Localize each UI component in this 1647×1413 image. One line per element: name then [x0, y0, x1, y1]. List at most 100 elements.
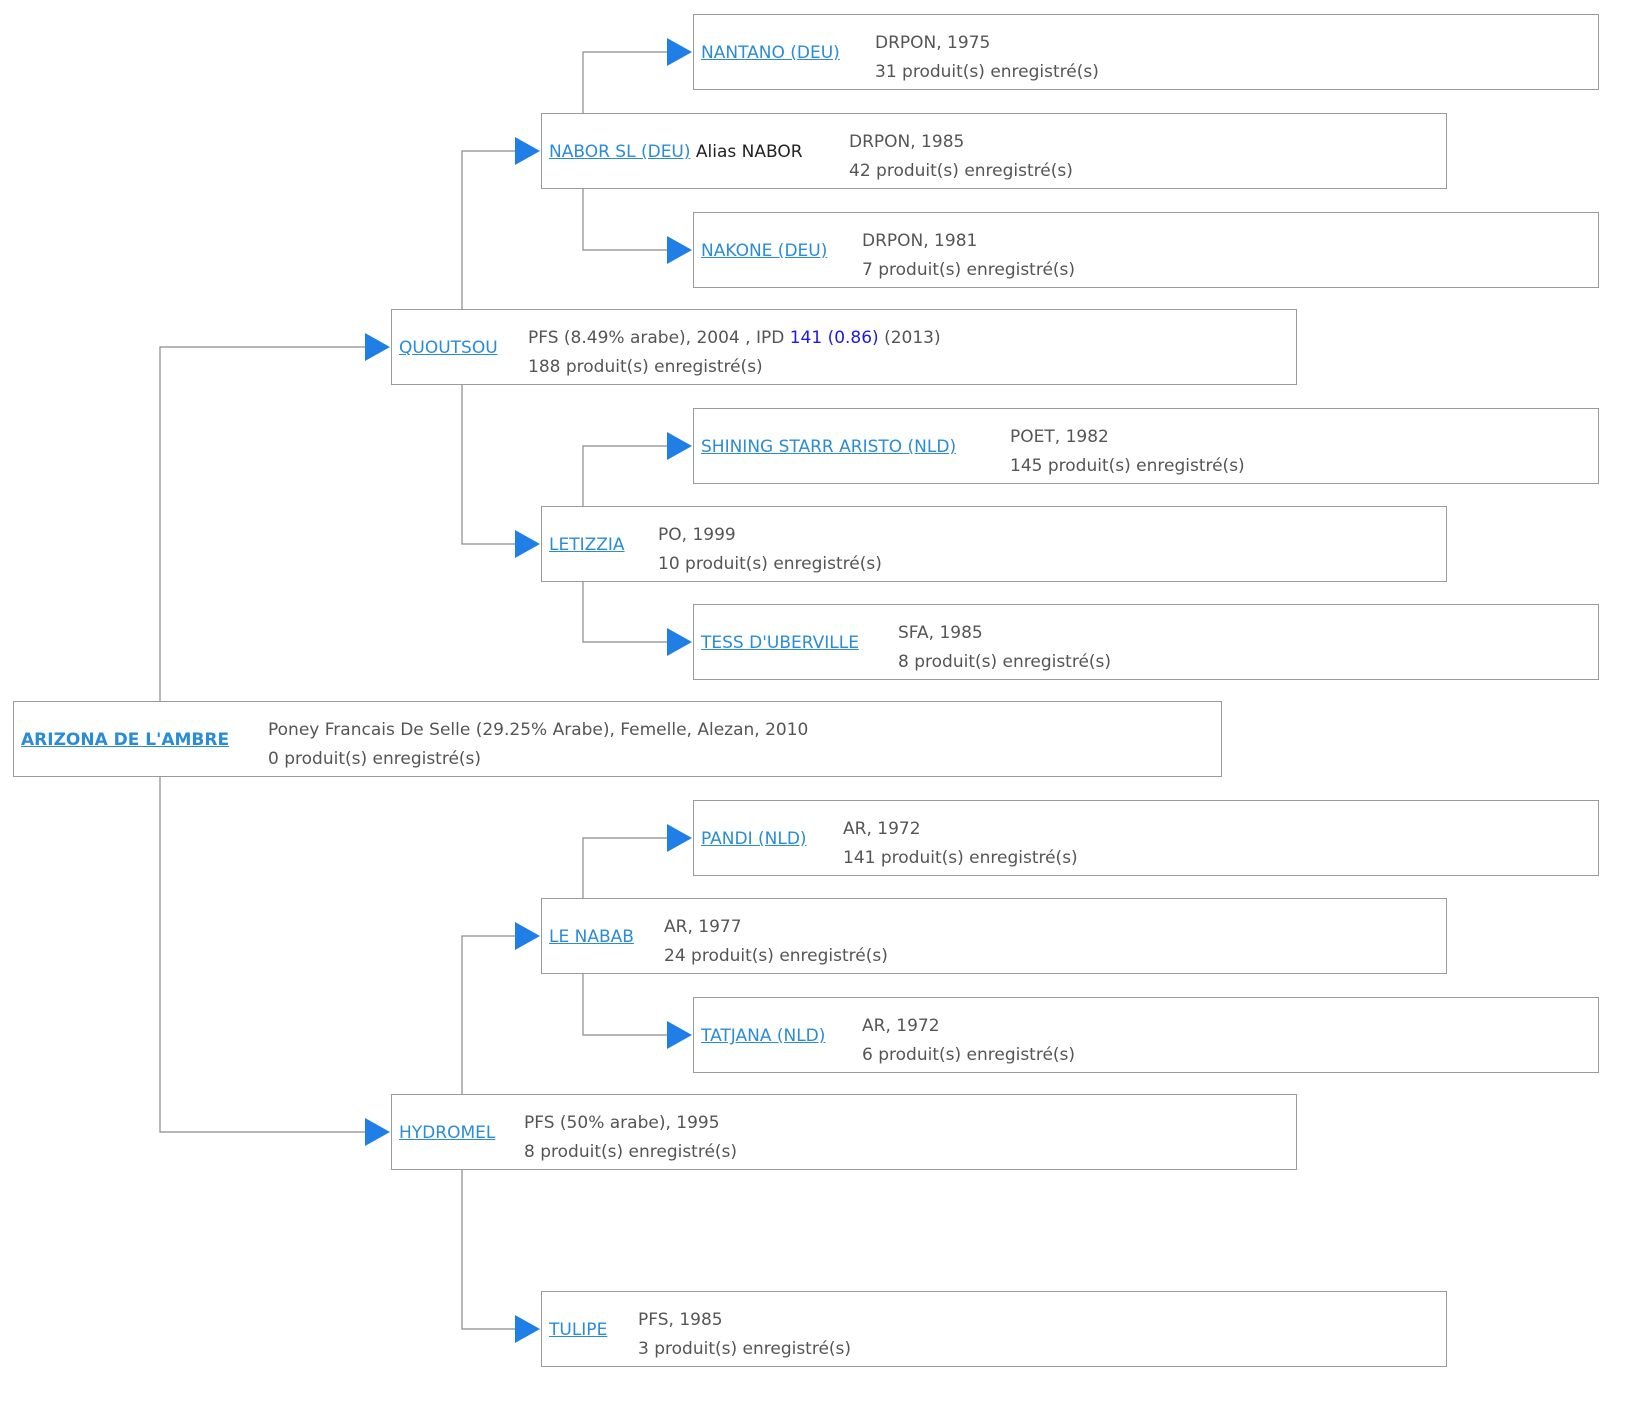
node-details: DRPON, 1981: [862, 231, 978, 251]
node-products: 8 produit(s) enregistré(s): [898, 652, 1112, 672]
connector-root-dam: [159, 777, 365, 1133]
node-name: TATJANA (NLD): [701, 1026, 825, 1046]
horse-link-dam[interactable]: HYDROMEL: [399, 1123, 496, 1143]
node-details: PFS (50% arabe), 1995: [524, 1113, 720, 1133]
connector-letizzia-tess: [582, 582, 667, 643]
arrow-icon: [667, 38, 692, 66]
node-info: PO, 1999 10 produit(s) enregistré(s): [658, 521, 882, 579]
horse-link-sire-sire[interactable]: NABOR SL (DEU): [549, 142, 691, 162]
node-products: 141 produit(s) enregistré(s): [843, 848, 1078, 868]
pedigree-node-sire-sire-dam: NAKONE (DEU) DRPON, 1981 7 produit(s) en…: [693, 212, 1599, 288]
connector-nabor-nakone: [582, 189, 667, 251]
connector-nabor-nantano: [582, 51, 667, 113]
node-info: Poney Francais De Selle (29.25% Arabe), …: [268, 716, 808, 774]
node-info: POET, 1982 145 produit(s) enregistré(s): [1010, 423, 1245, 481]
arrow-icon: [515, 922, 540, 950]
node-products: 3 produit(s) enregistré(s): [638, 1339, 852, 1359]
horse-link-sire-sire-dam[interactable]: NAKONE (DEU): [701, 241, 828, 261]
arrow-icon: [667, 432, 692, 460]
node-details: POET, 1982: [1010, 427, 1109, 447]
node-name: LETIZZIA: [549, 535, 625, 555]
node-info: AR, 1972 141 produit(s) enregistré(s): [843, 815, 1078, 873]
node-products: 31 produit(s) enregistré(s): [875, 62, 1099, 82]
arrow-icon: [515, 530, 540, 558]
node-name: TESS D'UBERVILLE: [701, 633, 859, 653]
horse-link-sire-dam[interactable]: LETIZZIA: [549, 535, 625, 555]
horse-alias: Alias NABOR: [695, 142, 803, 162]
connector-dam-dam: [461, 1170, 515, 1330]
arrow-icon: [365, 333, 390, 361]
node-products: 8 produit(s) enregistré(s): [524, 1142, 738, 1162]
node-name: HYDROMEL: [399, 1123, 495, 1143]
node-products: 42 produit(s) enregistré(s): [849, 161, 1073, 181]
node-name: LE NABAB: [549, 927, 634, 947]
node-products: 6 produit(s) enregistré(s): [862, 1045, 1076, 1065]
horse-link-dam-sire-sire[interactable]: PANDI (NLD): [701, 829, 807, 849]
connector-dam-sire: [461, 935, 515, 1094]
node-name: SHINING STARR ARISTO (NLD): [701, 437, 956, 457]
ipd-value: 141 (0.86): [789, 328, 879, 348]
node-details: AR, 1972: [843, 819, 921, 839]
pedigree-node-dam-sire-sire: PANDI (NLD) AR, 1972 141 produit(s) enre…: [693, 800, 1599, 876]
pedigree-node-dam-dam: TULIPE PFS, 1985 3 produit(s) enregistré…: [541, 1291, 1447, 1367]
horse-link-dam-sire-dam[interactable]: TATJANA (NLD): [701, 1026, 826, 1046]
connector-letizzia-shining: [582, 445, 667, 506]
node-info: PFS (8.49% arabe), 2004 , IPD 141 (0.86)…: [528, 324, 941, 382]
arrow-icon: [515, 1315, 540, 1343]
node-name: QUOUTSOU: [399, 338, 498, 358]
node-products: 24 produit(s) enregistré(s): [664, 946, 888, 966]
horse-link-root[interactable]: ARIZONA DE L'AMBRE: [21, 730, 230, 750]
node-info: SFA, 1985 8 produit(s) enregistré(s): [898, 619, 1111, 677]
node-products: 0 produit(s) enregistré(s): [268, 749, 482, 769]
horse-link-sire-dam-dam[interactable]: TESS D'UBERVILLE: [701, 633, 859, 653]
pedigree-node-root: ARIZONA DE L'AMBRE Poney Francais De Sel…: [13, 701, 1222, 777]
node-products: 10 produit(s) enregistré(s): [658, 554, 882, 574]
connector-lenabab-tatjana: [582, 974, 667, 1036]
node-info: PFS (50% arabe), 1995 8 produit(s) enreg…: [524, 1109, 737, 1167]
node-name: NANTANO (DEU): [701, 43, 840, 63]
node-products: 188 produit(s) enregistré(s): [528, 357, 763, 377]
connector-lenabab-pandi: [582, 837, 667, 898]
node-name: NABOR SL (DEU) Alias NABOR: [549, 142, 803, 162]
pedigree-node-sire-sire-sire: NANTANO (DEU) DRPON, 1975 31 produit(s) …: [693, 14, 1599, 90]
horse-link-sire-sire-sire[interactable]: NANTANO (DEU): [701, 43, 840, 63]
node-details: AR, 1972: [862, 1016, 940, 1036]
pedigree-node-dam: HYDROMEL PFS (50% arabe), 1995 8 produit…: [391, 1094, 1297, 1170]
arrow-icon: [667, 236, 692, 264]
pedigree-node-sire: QUOUTSOU PFS (8.49% arabe), 2004 , IPD 1…: [391, 309, 1297, 385]
node-products: 145 produit(s) enregistré(s): [1010, 456, 1245, 476]
node-details: AR, 1977: [664, 917, 742, 937]
node-info: DRPON, 1985 42 produit(s) enregistré(s): [849, 128, 1073, 186]
node-details: Poney Francais De Selle (29.25% Arabe), …: [268, 720, 809, 740]
horse-link-dam-sire[interactable]: LE NABAB: [549, 927, 634, 947]
node-info: AR, 1972 6 produit(s) enregistré(s): [862, 1012, 1075, 1070]
pedigree-node-dam-sire-dam: TATJANA (NLD) AR, 1972 6 produit(s) enre…: [693, 997, 1599, 1073]
horse-link-sire[interactable]: QUOUTSOU: [399, 338, 498, 358]
pedigree-node-sire-dam: LETIZZIA PO, 1999 10 produit(s) enregist…: [541, 506, 1447, 582]
pedigree-node-sire-dam-dam: TESS D'UBERVILLE SFA, 1985 8 produit(s) …: [693, 604, 1599, 680]
horse-link-dam-dam[interactable]: TULIPE: [549, 1320, 608, 1340]
node-details: SFA, 1985: [898, 623, 983, 643]
connector-root-sire: [159, 346, 365, 701]
node-info: DRPON, 1981 7 produit(s) enregistré(s): [862, 227, 1075, 285]
node-name: ARIZONA DE L'AMBRE: [21, 730, 229, 750]
connector-sire-dam: [461, 385, 515, 545]
arrow-icon: [667, 824, 692, 852]
node-details: PFS, 1985: [638, 1310, 723, 1330]
connector-sire-sire: [461, 150, 515, 309]
node-details: DRPON, 1975: [875, 33, 991, 53]
node-info: AR, 1977 24 produit(s) enregistré(s): [664, 913, 888, 971]
node-details: DRPON, 1985: [849, 132, 965, 152]
node-details: PFS (8.49% arabe), 2004 , IPD 141 (0.86)…: [528, 324, 941, 353]
pedigree-node-sire-dam-sire: SHINING STARR ARISTO (NLD) POET, 1982 14…: [693, 408, 1599, 484]
node-info: DRPON, 1975 31 produit(s) enregistré(s): [875, 29, 1099, 87]
horse-link-sire-dam-sire[interactable]: SHINING STARR ARISTO (NLD): [701, 437, 957, 457]
node-info: PFS, 1985 3 produit(s) enregistré(s): [638, 1306, 851, 1364]
arrow-icon: [365, 1118, 390, 1146]
details-prefix: PFS (8.49% arabe), 2004 , IPD: [528, 328, 790, 348]
arrow-icon: [667, 628, 692, 656]
node-details: PO, 1999: [658, 525, 736, 545]
arrow-icon: [515, 137, 540, 165]
node-name: TULIPE: [549, 1320, 607, 1340]
